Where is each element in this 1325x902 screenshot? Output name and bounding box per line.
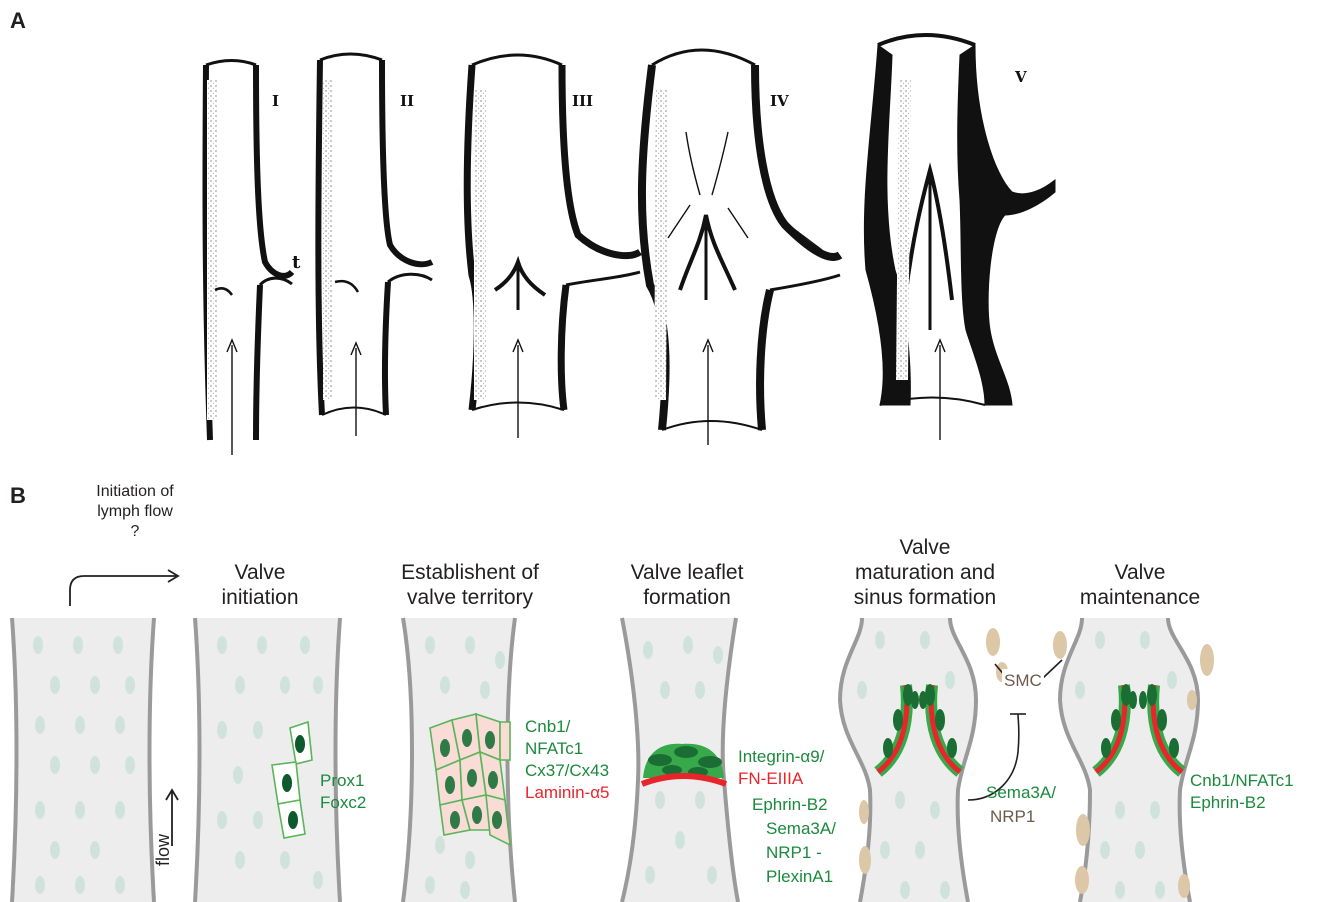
marker-ephrin-b2-leaflet: Ephrin-B2 [752,794,828,816]
vessel-initiation [195,618,340,902]
initiation-of-flow-label: Initiation of lymph flow ? [80,482,190,542]
stage-title-territory: Establishent of valve territory [370,560,570,610]
stage-title-leaflet: Valve leaflet formation [602,560,772,610]
marker-sema3a-maturation: Sema3A/ [986,782,1056,804]
marker-prox1: Prox1 [320,770,364,792]
marker-plexina1: PlexinA1 [766,866,833,888]
marker-sema3a-leaflet: Sema3A/ [766,818,836,840]
marker-nfatc1: NFATc1 [525,738,583,760]
flow-label: flow [152,834,174,866]
marker-nrp1-leaflet: NRP1 - [766,842,822,864]
marker-cnb1: Cnb1/ [525,716,570,738]
smc-label: SMC [1004,670,1042,692]
stage-title-initiation: Valve initiation [190,560,330,610]
stage-title-maturation: Valve maturation and sinus formation [825,535,1025,610]
marker-laminin-a5: Laminin-α5 [525,782,609,804]
initiation-arrow [70,570,178,606]
stage-title-maintenance: Valve maintenance [1060,560,1220,610]
marker-ephrin-b2-maintenance: Ephrin-B2 [1190,792,1266,814]
marker-nrp1-maturation: NRP1 [990,806,1035,828]
marker-integrin-a9: Integrin-α9/ [738,746,824,768]
marker-foxc2: Foxc2 [320,792,366,814]
marker-cnb1-nfatc1-maintenance: Cnb1/NFATc1 [1190,770,1294,792]
marker-fn-eiiia: FN-EIIIA [738,768,803,790]
marker-cx37-cx43: Cx37/Cx43 [525,760,609,782]
